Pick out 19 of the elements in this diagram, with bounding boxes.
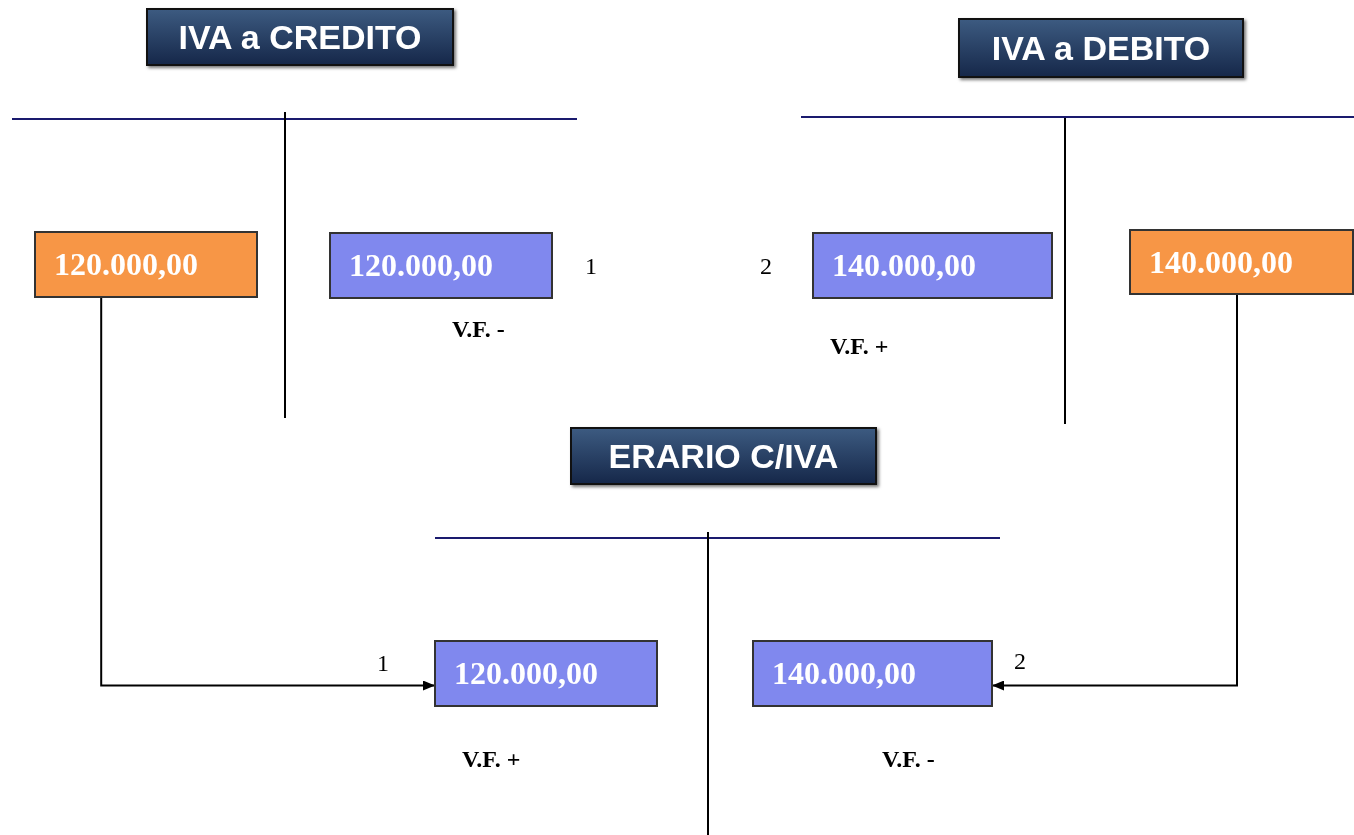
amount-box: 120.000,00	[434, 640, 658, 707]
amount-box: 140.000,00	[812, 232, 1053, 299]
variation-label: V.F. -	[882, 746, 935, 773]
entry-number: 1	[377, 650, 389, 677]
amount-box: 140.000,00	[1129, 229, 1354, 295]
arrow	[100, 297, 435, 691]
account-title-box: ERARIO C/IVA	[570, 427, 877, 485]
variation-label: V.F. +	[462, 746, 521, 773]
arrow	[992, 294, 1238, 691]
variation-label: V.F. -	[452, 316, 505, 343]
entry-number: 2	[1014, 648, 1026, 675]
entry-number: 1	[585, 253, 597, 280]
account-title-box: IVA a DEBITO	[958, 18, 1244, 78]
amount-box: 140.000,00	[752, 640, 993, 707]
variation-label: V.F. +	[830, 333, 889, 360]
account-title-box: IVA a CREDITO	[146, 8, 454, 66]
entry-number: 2	[760, 253, 772, 280]
amount-box: 120.000,00	[34, 231, 258, 298]
amount-box: 120.000,00	[329, 232, 553, 299]
